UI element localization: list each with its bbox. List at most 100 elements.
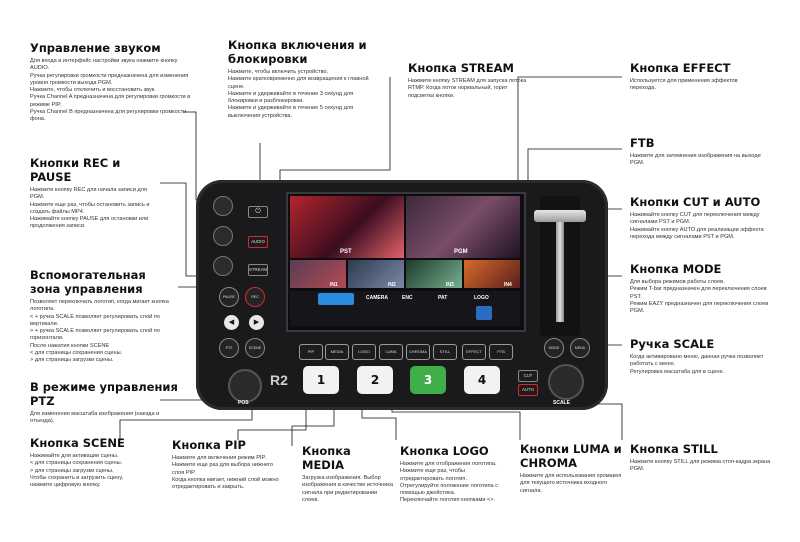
annotation-pip: Кнопка PIP Нажмите для включения режим P… bbox=[172, 438, 284, 491]
input-1-button[interactable]: 1 bbox=[303, 366, 339, 394]
pos-joystick[interactable] bbox=[228, 369, 262, 403]
input-4-label: IN4 bbox=[504, 282, 512, 288]
scale-label: SCALE bbox=[553, 400, 570, 406]
annotation-stream: Кнопка STREAM Нажмите кнопку STREAM для … bbox=[408, 61, 528, 100]
channel-a-knob[interactable] bbox=[213, 226, 233, 246]
annotation-desc: Когда активировано меню, данная ручка по… bbox=[630, 354, 764, 375]
annotation-desc: Загрузка изображения. Выбор изображения … bbox=[302, 475, 394, 503]
input-2-thumb bbox=[348, 260, 404, 288]
annotation-desc: Нажмите кнопку REC для начала записи для… bbox=[30, 187, 150, 230]
annotation-title: Кнопка STREAM bbox=[408, 61, 514, 75]
annotation-desc: Нажмите, чтобы включить устройство. Нажм… bbox=[228, 69, 369, 119]
t-bar-handle[interactable] bbox=[534, 210, 586, 222]
annotation-title: Кнопка MEDIA bbox=[302, 444, 351, 472]
annotation-logo: Кнопка LOGO Нажмите для отображения лого… bbox=[400, 444, 508, 505]
annotation-title: Ручка SCALE bbox=[630, 337, 715, 351]
annotation-desc: Позволяет переключать логотип, когда миг… bbox=[30, 299, 169, 364]
menu-button[interactable]: MENU bbox=[570, 338, 590, 358]
scene-button[interactable]: SCENE bbox=[245, 338, 265, 358]
input-2-label: IN2 bbox=[388, 282, 396, 288]
annotation-scale: Ручка SCALE Когда активировано меню, дан… bbox=[630, 337, 780, 376]
media-button[interactable]: MEDIA bbox=[325, 344, 349, 360]
mode-button[interactable]: MODE bbox=[544, 338, 564, 358]
right-arrow-button[interactable]: ▶ bbox=[249, 315, 264, 330]
annotation-title: Кнопки REC и PAUSE bbox=[30, 156, 121, 184]
scale-knob[interactable] bbox=[548, 364, 584, 400]
annotation-title: Кнопка MODE bbox=[630, 262, 722, 276]
chroma-button[interactable]: CHROMA bbox=[406, 344, 430, 360]
input-1-label: IN1 bbox=[330, 282, 338, 288]
cut-button[interactable]: CUT bbox=[518, 370, 538, 382]
effect-button[interactable]: EFFECT bbox=[462, 344, 486, 360]
power-lock-button[interactable]: ⏻ bbox=[248, 206, 268, 218]
annotation-title: Кнопки LUMA и CHROMA bbox=[520, 442, 622, 470]
annotation-title: Кнопки CUT и AUTO bbox=[630, 195, 761, 209]
annotation-luma: Кнопки LUMA и CHROMA Нажмите для использ… bbox=[520, 442, 622, 495]
input-3-label: IN3 bbox=[446, 282, 454, 288]
stream-status bbox=[318, 293, 354, 305]
annotation-title: Управление звуком bbox=[30, 41, 161, 55]
annotation-title: В режиме управления PTZ bbox=[30, 380, 178, 408]
ftb-button[interactable]: FTB bbox=[489, 344, 513, 360]
camera-label: CAMERA bbox=[366, 295, 388, 301]
device-screen: PST PGM IN1 IN2 IN3 IN4 CAMERA ENC PAT L… bbox=[286, 192, 526, 332]
annotation-power: Кнопка включения и блокировки Нажмите, ч… bbox=[228, 38, 380, 120]
still-button[interactable]: STILL bbox=[433, 344, 457, 360]
annotation-title: Кнопка LOGO bbox=[400, 444, 489, 458]
rec-button[interactable]: REC bbox=[245, 287, 265, 307]
annotation-desc: Нажимайте для активации сцены. < для стр… bbox=[30, 453, 124, 489]
annotation-desc: Используется для применения эффектов пер… bbox=[630, 78, 738, 92]
annotation-desc: Нажмите для затемнения изображения на вы… bbox=[630, 153, 761, 167]
annotation-ptz: В режиме управления PTZ Для изменения ма… bbox=[30, 380, 180, 426]
audio-button[interactable]: AUDIO bbox=[248, 236, 268, 248]
ptz-button[interactable]: PTZ bbox=[219, 338, 239, 358]
input-2-button[interactable]: 2 bbox=[357, 366, 393, 394]
input-4-button[interactable]: 4 bbox=[464, 366, 500, 394]
brand-logo: R2 bbox=[270, 372, 288, 388]
auto-button[interactable]: AUTO bbox=[518, 384, 538, 396]
annotation-title: Кнопка STILL bbox=[630, 442, 718, 456]
annotation-title: Кнопка PIP bbox=[172, 438, 246, 452]
logo-button[interactable]: LOGO bbox=[352, 344, 376, 360]
pgm-label: PGM bbox=[454, 249, 468, 255]
pst-label: PST bbox=[340, 249, 352, 255]
input-4-thumb bbox=[464, 260, 520, 288]
annotation-desc: Нажимайте кнопку CUT для переключения ме… bbox=[630, 212, 764, 240]
annotation-ftb: FTB Нажмите для затемнения изображения н… bbox=[630, 136, 762, 168]
annotation-desc: Нажмите кнопку STREAM для запуска потока… bbox=[408, 78, 527, 99]
annotation-effect: Кнопка EFFECT Используется для применени… bbox=[630, 61, 762, 93]
pgm-preview bbox=[406, 196, 520, 258]
logo-label: LOGO bbox=[474, 295, 489, 301]
annotation-title: Кнопка SCENE bbox=[30, 436, 125, 450]
pat-label: PAT bbox=[438, 295, 448, 301]
annotation-scene: Кнопка SCENE Нажимайте для активации сце… bbox=[30, 436, 142, 489]
annotation-audio: Управление звуком Для входа в интерфейс … bbox=[30, 41, 192, 124]
pst-preview bbox=[290, 196, 404, 258]
annotation-aux: Вспомогательная зона управления Позволяе… bbox=[30, 268, 180, 365]
pip-button[interactable]: PIP bbox=[299, 344, 323, 360]
annotation-desc: Нажмите для включения режим PIP. Нажмите… bbox=[172, 455, 279, 491]
annotation-cut-auto: Кнопки CUT и AUTO Нажимайте кнопку CUT д… bbox=[630, 195, 780, 241]
audio-volume-knob[interactable] bbox=[213, 196, 233, 216]
annotation-desc: Для изменения масштаба изображения (наез… bbox=[30, 411, 160, 425]
annotation-rec: Кнопки REC и PAUSE Нажмите кнопку REC дл… bbox=[30, 156, 160, 231]
annotation-media: Кнопка MEDIA Загрузка изображения. Выбор… bbox=[302, 444, 394, 504]
annotation-desc: Нажмите кнопку STILL для режима стоп-кад… bbox=[630, 459, 771, 473]
pos-label: POS bbox=[238, 400, 249, 406]
input-1-thumb bbox=[290, 260, 346, 288]
stream-button[interactable]: STREAM bbox=[248, 264, 268, 276]
annotation-title: Кнопка включения и блокировки bbox=[228, 38, 367, 66]
pause-button[interactable]: PAUSE bbox=[219, 287, 239, 307]
channel-b-knob[interactable] bbox=[213, 256, 233, 276]
annotation-title: FTB bbox=[630, 136, 655, 150]
input-3-thumb bbox=[406, 260, 462, 288]
annotation-desc: Нажмите для использования хромакея для т… bbox=[520, 473, 622, 494]
annotation-desc: Для выбора режимов работы слоев. Режим T… bbox=[630, 279, 769, 315]
t-bar-shaft bbox=[556, 222, 564, 322]
left-arrow-button[interactable]: ◀ bbox=[224, 315, 239, 330]
luma-button[interactable]: LUMA bbox=[379, 344, 403, 360]
annotation-desc: Для входа в интерфейс настройки звука на… bbox=[30, 58, 191, 123]
enc-label: ENC bbox=[402, 295, 413, 301]
logo-icon bbox=[476, 306, 492, 320]
input-3-button[interactable]: 3 bbox=[410, 366, 446, 394]
